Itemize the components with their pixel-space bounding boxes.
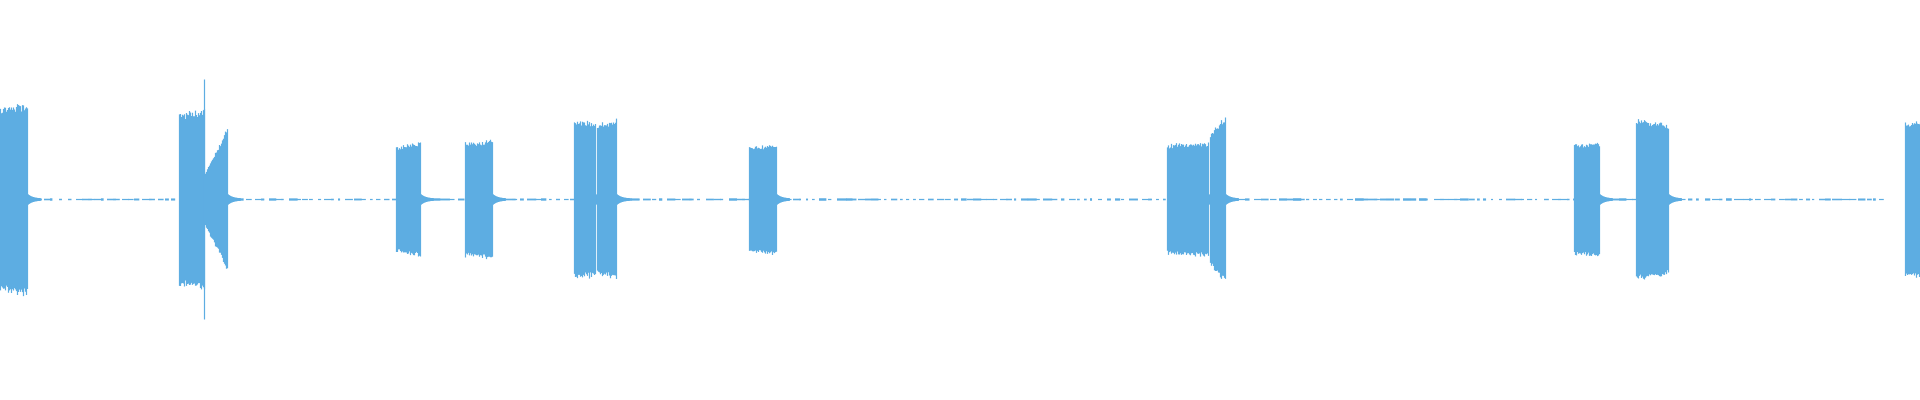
burst-envelope <box>596 118 618 280</box>
waveform-burst <box>1635 119 1682 280</box>
burst-decay-tail <box>777 194 790 205</box>
burst-decay-tail <box>28 194 41 205</box>
waveform-burst <box>748 145 790 255</box>
waveform-burst <box>1209 117 1239 279</box>
waveform-burst <box>395 142 434 257</box>
burst-envelope <box>203 129 229 269</box>
burst-envelope <box>0 104 29 297</box>
waveform-burst <box>1573 142 1613 257</box>
waveform-burst <box>464 139 506 260</box>
waveform-burst <box>0 104 41 297</box>
burst-decay-tail <box>1600 194 1613 205</box>
burst-envelope <box>1635 119 1670 280</box>
burst-envelope <box>1209 117 1227 279</box>
burst-envelope <box>1904 121 1920 278</box>
burst-envelope <box>748 145 778 255</box>
burst-decay-tail <box>617 194 630 205</box>
burst-envelope <box>464 139 494 260</box>
waveform-burst <box>573 120 609 279</box>
waveform-burst <box>1904 121 1920 278</box>
burst-decay-tail <box>1226 194 1239 205</box>
waveform-burst <box>203 129 241 269</box>
burst-decay-tail <box>1669 194 1682 205</box>
burst-envelope <box>1166 142 1210 257</box>
burst-envelope <box>1573 142 1601 257</box>
burst-envelope <box>573 120 597 279</box>
waveform-bursts <box>0 79 1920 320</box>
burst-decay-tail <box>493 194 506 205</box>
waveform-burst <box>596 118 630 280</box>
burst-envelope <box>178 109 206 290</box>
burst-decay-tail <box>421 194 434 205</box>
burst-envelope <box>395 142 422 257</box>
burst-decay-tail <box>228 194 241 205</box>
